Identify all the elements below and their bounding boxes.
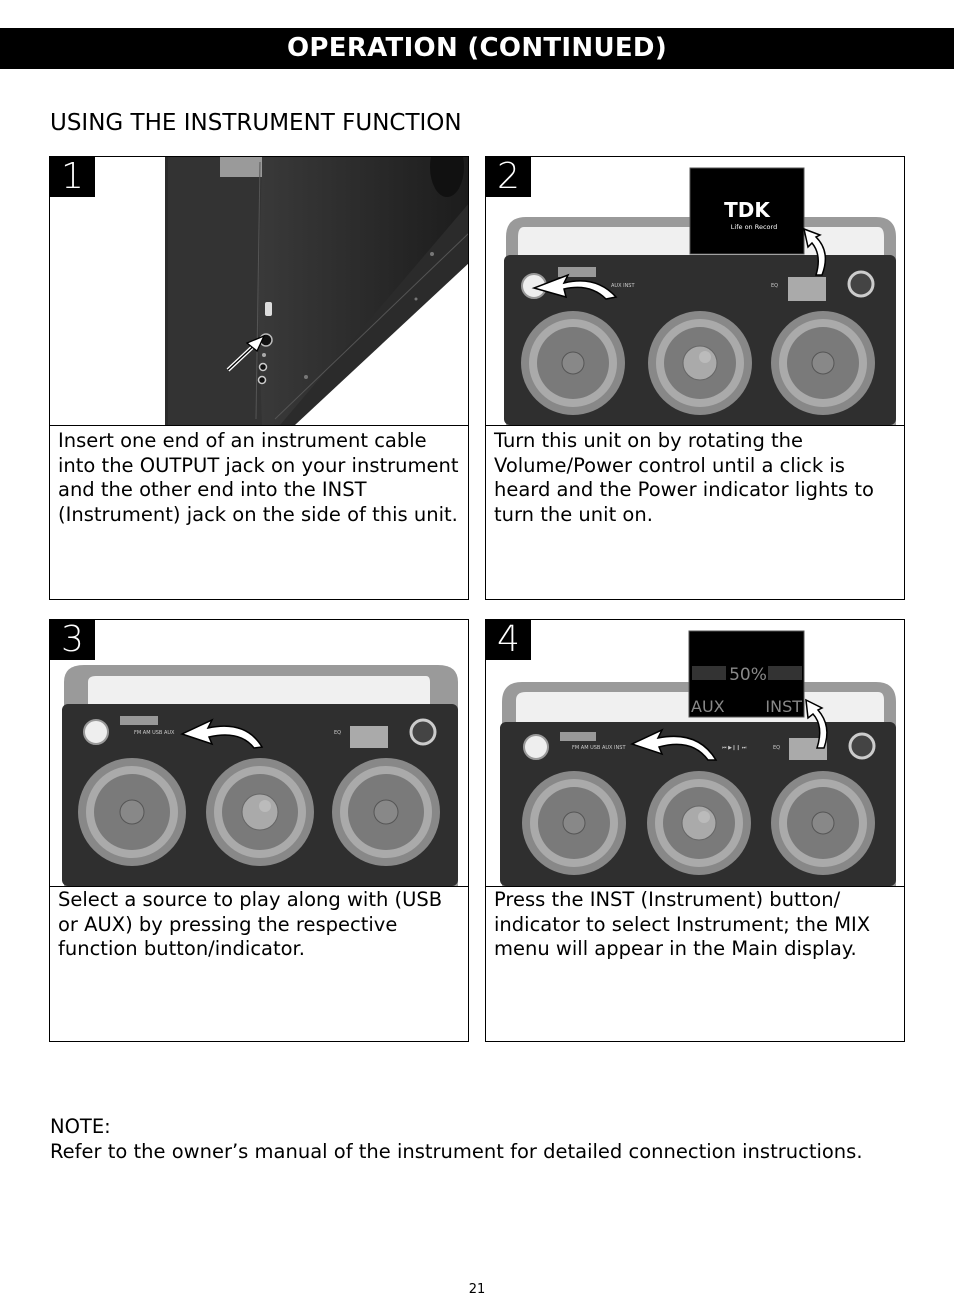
step-3-text: Select a source to play along with (USB … (58, 888, 443, 960)
mix-display-value: 50% (729, 665, 767, 685)
speaker-left-icon (521, 311, 625, 415)
speaker-right-icon (771, 771, 875, 875)
speaker-right-icon (771, 311, 875, 415)
mix-display-inst: INST (765, 697, 802, 716)
speaker-center-icon (206, 758, 314, 866)
step-2-aux-inst-label: AUX INST (611, 283, 635, 289)
speaker-center-icon (647, 771, 751, 875)
note-label: NOTE: (50, 1115, 111, 1138)
tdk-tagline: Life on Record (731, 223, 777, 231)
step-1-panel: 1 Insert one (49, 156, 469, 600)
step-4-number: 4 (486, 620, 531, 660)
step-3-function-labels: FM AM USB AUX (134, 730, 175, 736)
step-4-text: Press the INST (Instrument) button/ indi… (494, 888, 871, 960)
step-3-panel: 3 FM AM USB AUX EQ Select a source to pl… (49, 619, 469, 1042)
page-header: OPERATION (CONTINUED) (0, 28, 954, 69)
page-number: 21 (468, 1282, 486, 1297)
mix-display-aux: AUX (691, 697, 725, 716)
step-2-number: 2 (486, 157, 531, 197)
speaker-right-icon (332, 758, 440, 866)
step-2-illustration: AUX INST EQ TDK Life on Record (486, 157, 904, 426)
note-text: Refer to the owner’s manual of the instr… (50, 1140, 863, 1163)
step-2-eq-label: EQ (771, 283, 778, 289)
step-1-number: 1 (50, 157, 95, 197)
tdk-logo: TDK (724, 198, 771, 222)
step-4-eq-label: EQ (773, 745, 780, 751)
step-3-number: 3 (50, 620, 95, 660)
speaker-left-icon (78, 758, 186, 866)
step-4-transport-labels: ⏮ ▶❙❙ ⏭ (722, 745, 747, 751)
step-1-text: Insert one end of an instrument cable in… (58, 429, 459, 526)
step-4-function-labels: FM AM USB AUX INST (572, 745, 626, 751)
section-title: USING THE INSTRUMENT FUNCTION (50, 110, 462, 136)
step-4-illustration: FM AM USB AUX INST ⏮ ▶❙❙ ⏭ EQ 50% AUX IN… (486, 620, 904, 887)
speaker-left-icon (522, 771, 626, 875)
step-1-illustration (50, 157, 468, 426)
step-2-panel: 2 AUX INST EQ TDK Life on Record Turn th… (485, 156, 905, 600)
speaker-center-icon (648, 311, 752, 415)
step-2-text: Turn this unit on by rotating the Volume… (494, 429, 874, 526)
step-3-eq-label: EQ (334, 730, 341, 736)
step-4-panel: 4 FM AM USB AUX INST ⏮ ▶❙❙ ⏭ EQ 50% AUX … (485, 619, 905, 1042)
step-3-illustration: FM AM USB AUX EQ (50, 620, 468, 887)
